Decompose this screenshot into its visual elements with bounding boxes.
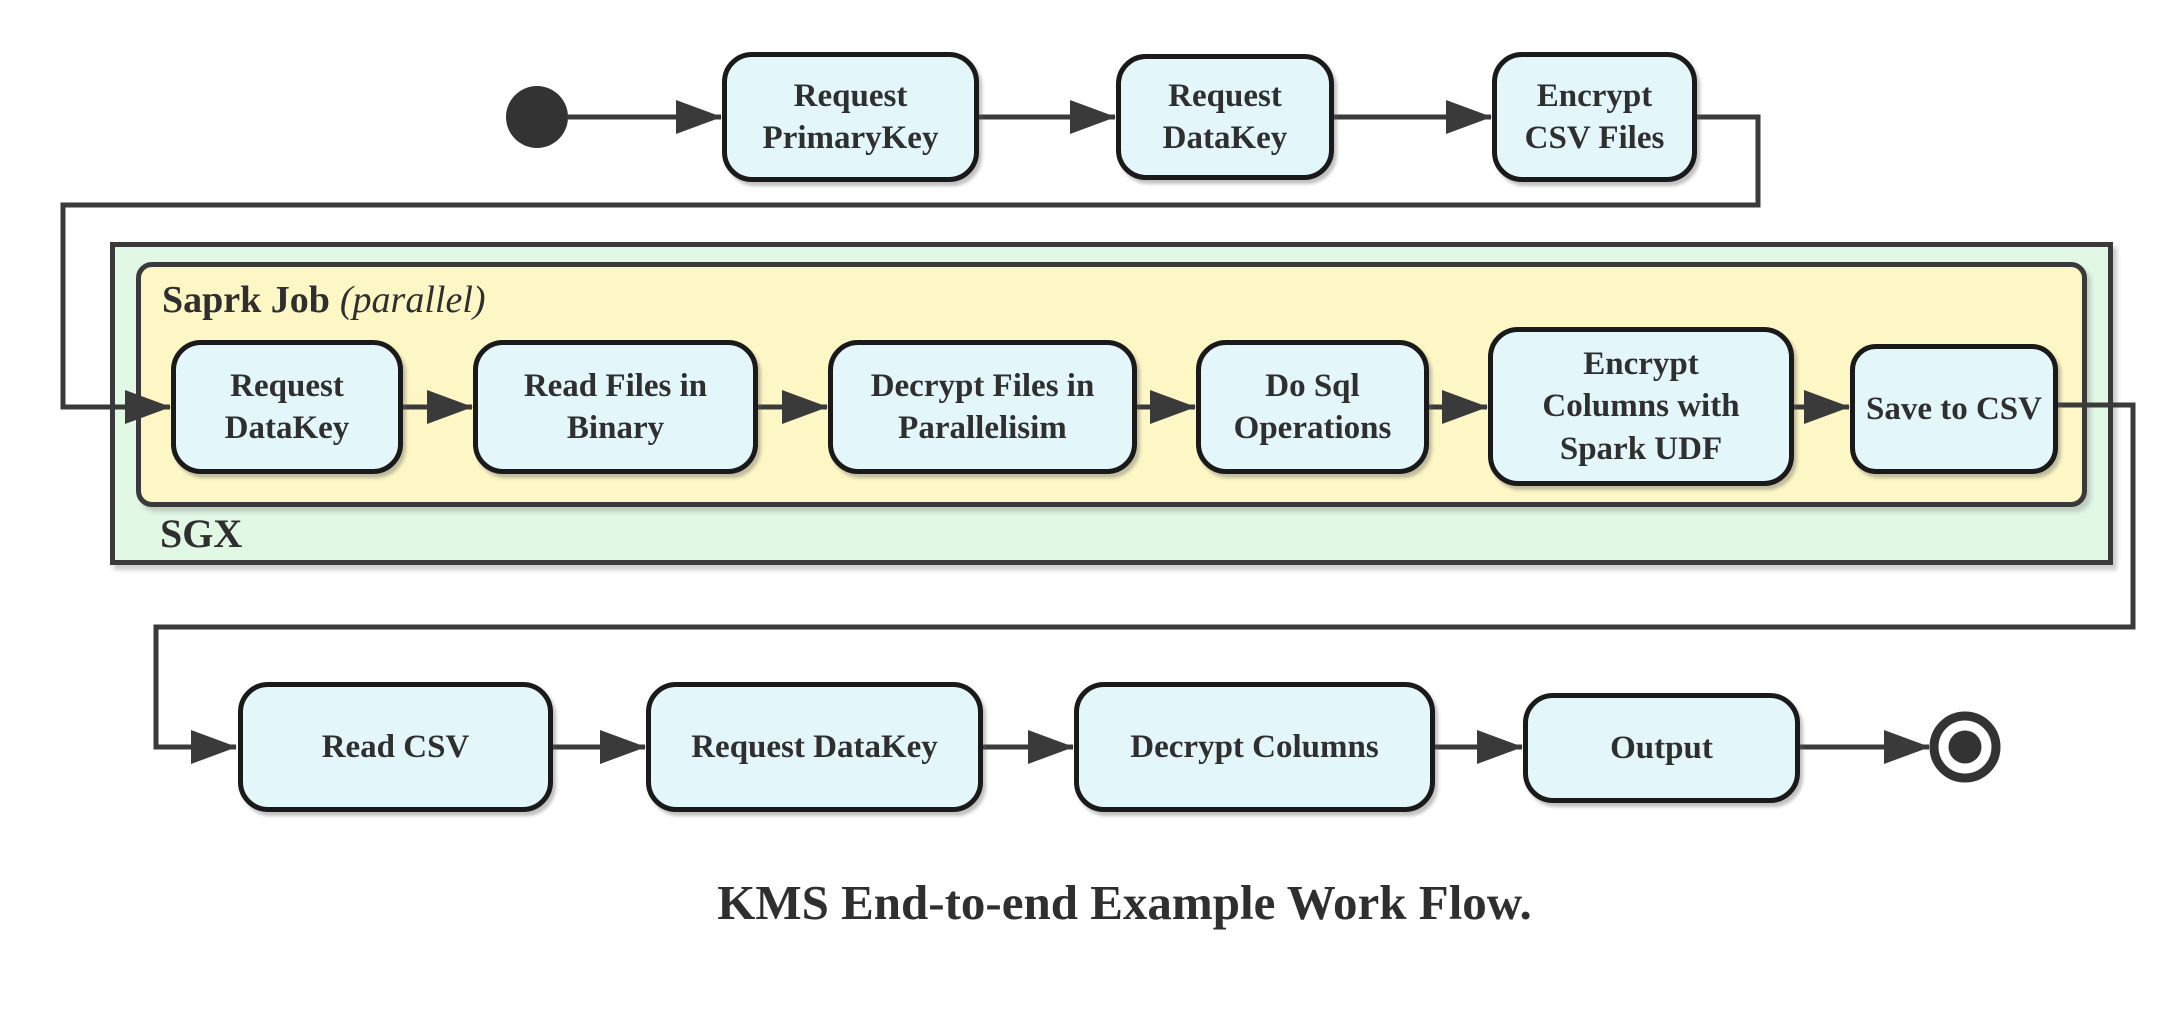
activity-label: Read CSV	[321, 728, 470, 765]
activity-label: Save to CSV	[1865, 390, 2042, 427]
activity-label: Read Files in Binary	[523, 367, 708, 446]
activity-output: Output	[1523, 693, 1800, 803]
activity-encrypt-columns-spark-udf: Encrypt Columns with Spark UDF	[1488, 327, 1794, 486]
activity-label: Encrypt CSV Files	[1524, 77, 1665, 156]
initial-state-node	[506, 86, 568, 148]
edge-encrypt-csv-to-sgx-request-datakey	[60, 114, 1761, 424]
activity-label: Do Sql Operations	[1233, 367, 1392, 446]
activity-request-datakey-top: Request DataKey	[1116, 54, 1334, 180]
activity-decrypt-files-parallelisim: Decrypt Files in Parallelisim	[828, 340, 1137, 474]
activity-label: Encrypt Columns with Spark UDF	[1542, 346, 1740, 467]
activity-label: Request DataKey	[224, 367, 350, 446]
sgx-label: SGX	[160, 511, 243, 556]
final-state-node	[1929, 711, 2001, 783]
partition-qualifier: (parallel)	[339, 279, 486, 321]
activity-request-primarykey: Request PrimaryKey	[722, 52, 979, 182]
activity-request-datakey-bottom: Request DataKey	[646, 682, 983, 812]
activity-read-csv: Read CSV	[238, 682, 553, 812]
activity-decrypt-columns: Decrypt Columns	[1074, 682, 1435, 812]
activity-sgx-request-datakey: Request DataKey	[171, 340, 403, 474]
diagram-title: KMS End-to-end Example Work Flow.	[717, 875, 1532, 930]
activity-label: Request PrimaryKey	[762, 77, 939, 156]
activity-label: Decrypt Files in Parallelisim	[870, 367, 1095, 446]
edge-save-csv-to-read-csv	[153, 402, 2136, 764]
activity-save-to-csv: Save to CSV	[1850, 344, 2058, 474]
partition-name: Saprk Job	[162, 279, 330, 321]
activity-label: Request DataKey	[1162, 77, 1288, 156]
spark-job-partition-label: Saprk Job(parallel)	[162, 279, 486, 322]
activity-read-files-binary: Read Files in Binary	[473, 340, 758, 474]
activity-label: Decrypt Columns	[1130, 728, 1379, 765]
activity-label: Output	[1610, 729, 1713, 766]
activity-do-sql-operations: Do Sql Operations	[1196, 340, 1429, 474]
activity-encrypt-csv-files: Encrypt CSV Files	[1492, 52, 1697, 182]
activity-label: Request DataKey	[691, 728, 938, 765]
